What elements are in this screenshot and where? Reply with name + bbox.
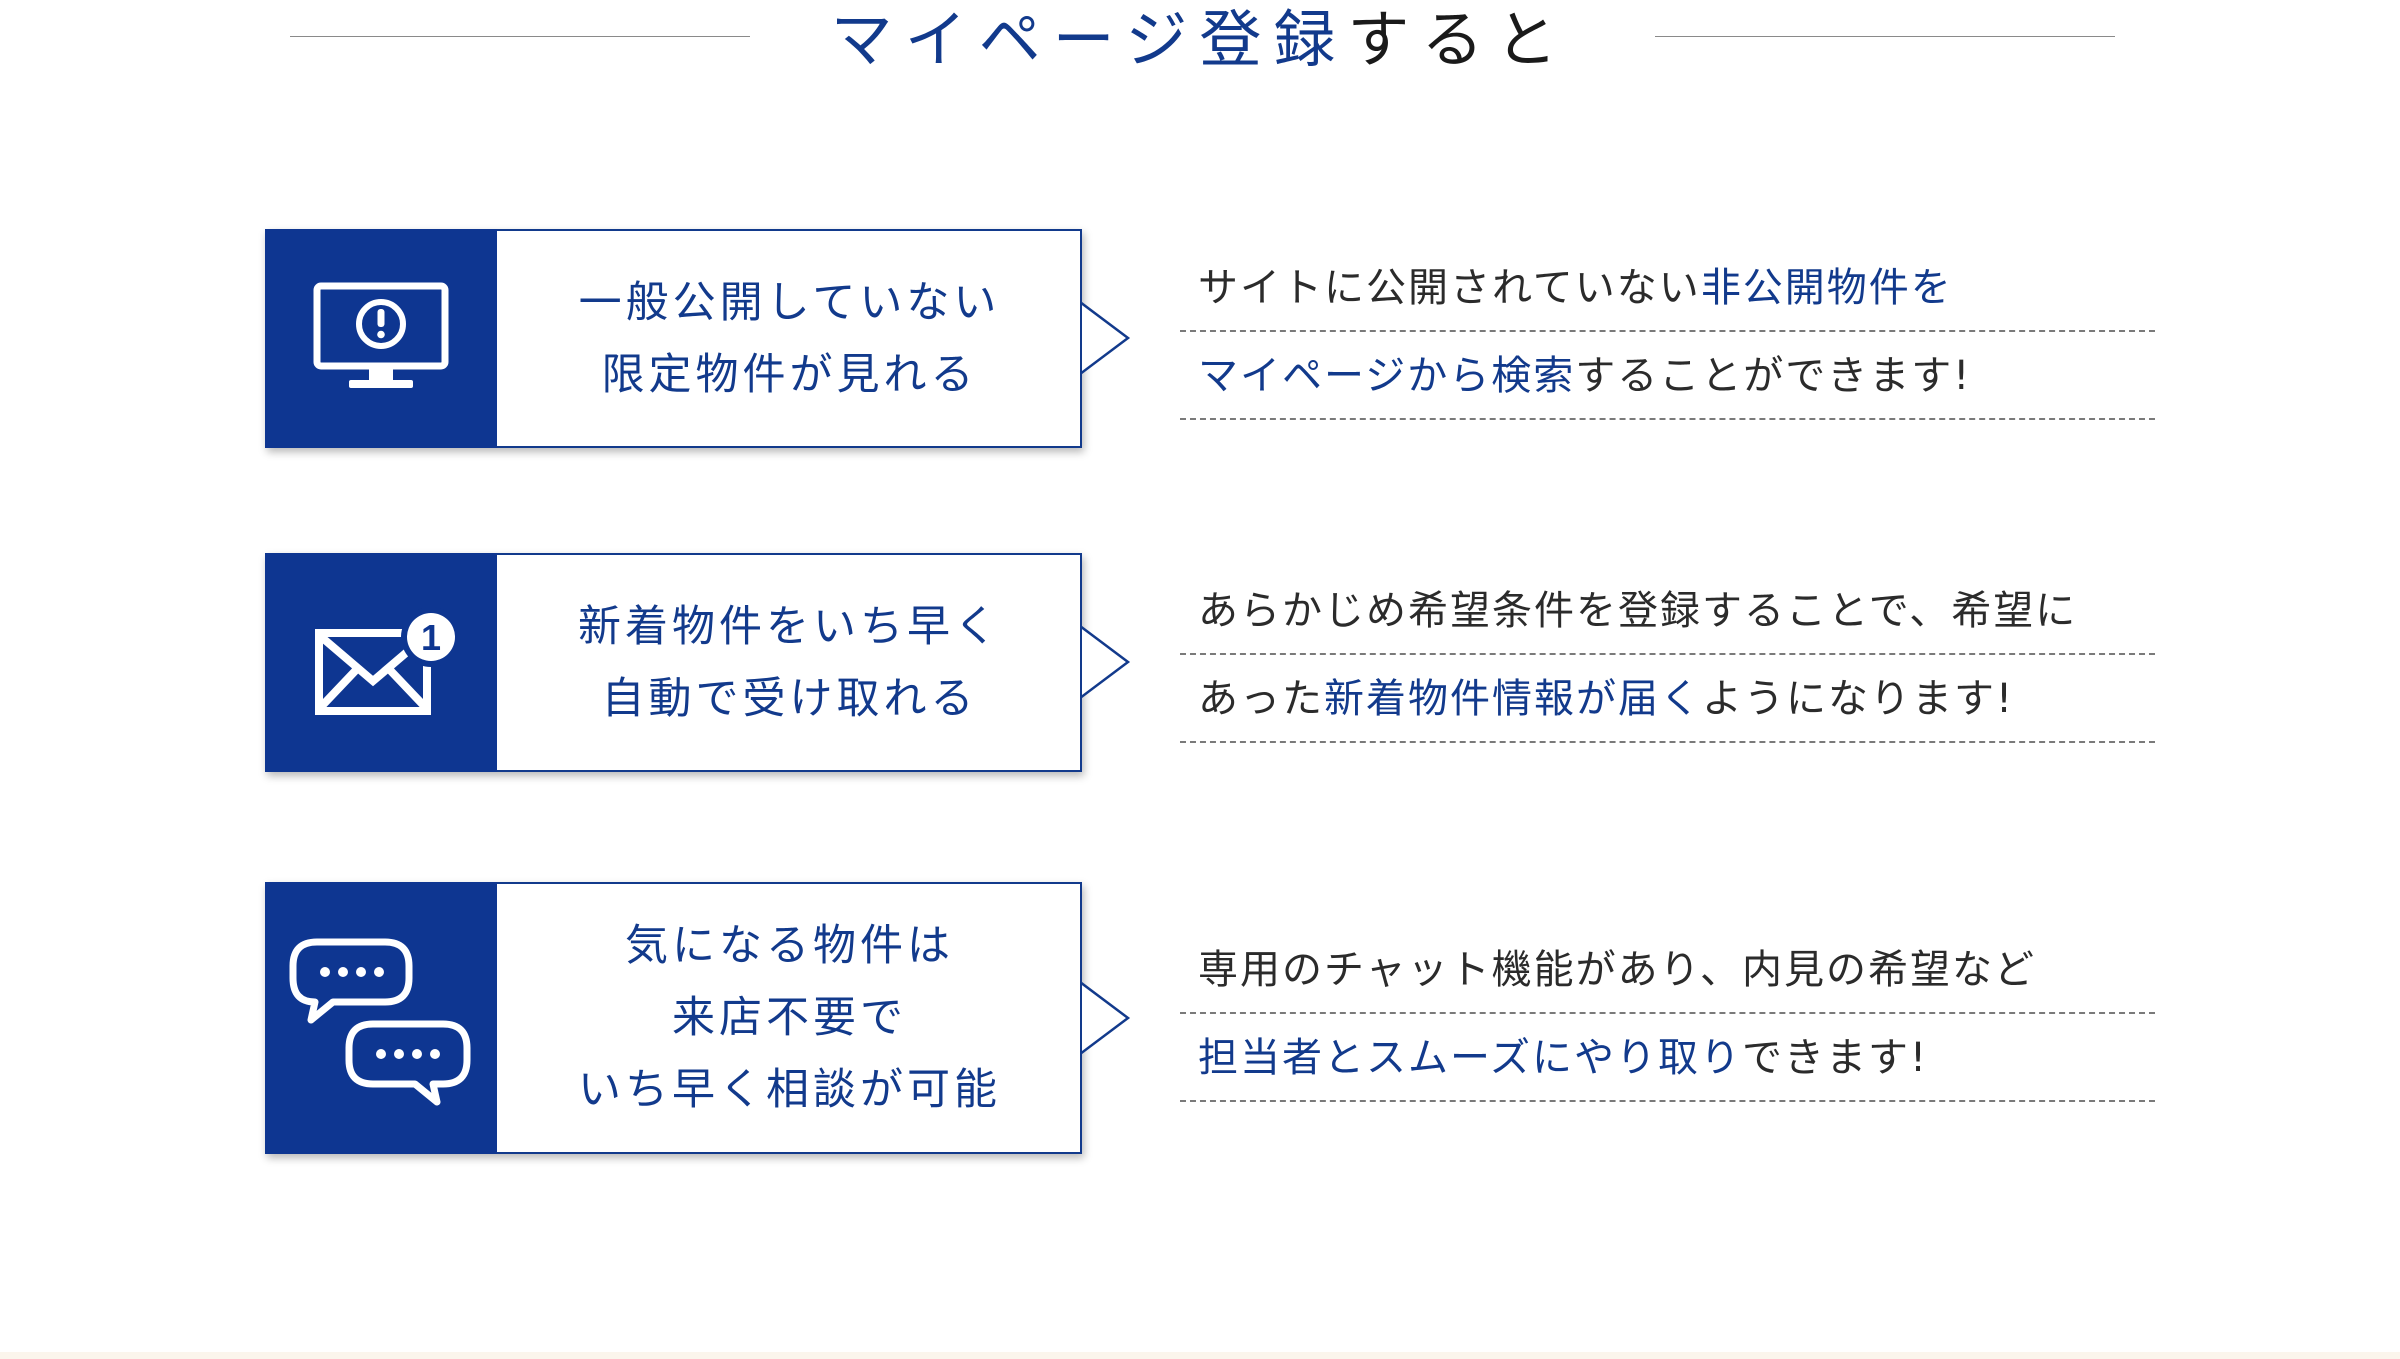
feature-line: 気になる物件は: [615, 910, 964, 982]
feature-icon-panel: [265, 229, 497, 448]
description-line: あった新着物件情報が届くようになります!: [1180, 655, 2155, 743]
header-divider-right: [1655, 36, 2115, 37]
notification-badge: 1: [421, 617, 441, 658]
speech-pointer: [1080, 301, 1131, 375]
description-line: マイページから検索することができます!: [1180, 332, 2155, 420]
section-header: マイページ登録すると: [0, 0, 2400, 80]
description-line: 担当者とスムーズにやり取りできます!: [1180, 1014, 2155, 1102]
feature-description: 専用のチャット機能があり、内見の希望など 担当者とスムーズにやり取りできます!: [1180, 926, 2155, 1102]
header-divider-left: [290, 36, 750, 37]
feature-text: 一般公開していない 限定物件が見れる: [497, 229, 1082, 448]
chat-bubbles-icon: [289, 938, 471, 1106]
feature-icon-panel: [265, 882, 497, 1154]
feature-line: いち早く相談が可能: [568, 1054, 1011, 1126]
feature-description: サイトに公開されていない非公開物件を マイページから検索することができます!: [1180, 244, 2155, 420]
monitor-alert-icon: [313, 282, 449, 388]
feature-line: 自動で受け取れる: [592, 663, 988, 735]
mail-notification-icon: 1: [315, 607, 461, 715]
section-title: マイページ登録すると: [0, 0, 2400, 80]
description-line: あらかじめ希望条件を登録することで、希望に: [1180, 567, 2155, 655]
feature-card-chat-consultation: 気になる物件は 来店不要で いち早く相談が可能: [265, 882, 1131, 1154]
section-title-rest: すると: [1347, 3, 1570, 76]
feature-line: 一般公開していない: [569, 267, 1011, 339]
feature-card-private-listings: 一般公開していない 限定物件が見れる: [265, 229, 1131, 448]
speech-pointer: [1080, 625, 1131, 699]
feature-card-new-listings: 1 新着物件をいち早く 自動で受け取れる: [265, 553, 1131, 772]
feature-line: 来店不要で: [662, 982, 917, 1054]
speech-pointer: [1080, 981, 1131, 1055]
description-line: サイトに公開されていない非公開物件を: [1180, 244, 2155, 332]
feature-line: 限定物件が見れる: [592, 339, 988, 411]
description-line: 専用のチャット機能があり、内見の希望など: [1180, 926, 2155, 1014]
section-title-accent: マイページ登録: [830, 3, 1348, 76]
feature-line: 新着物件をいち早く: [568, 591, 1011, 663]
feature-text: 新着物件をいち早く 自動で受け取れる: [497, 553, 1082, 772]
footer-band: [0, 1352, 2400, 1359]
feature-text: 気になる物件は 来店不要で いち早く相談が可能: [497, 882, 1082, 1154]
feature-description: あらかじめ希望条件を登録することで、希望に あった新着物件情報が届くようになりま…: [1180, 567, 2155, 743]
feature-icon-panel: 1: [265, 553, 497, 772]
